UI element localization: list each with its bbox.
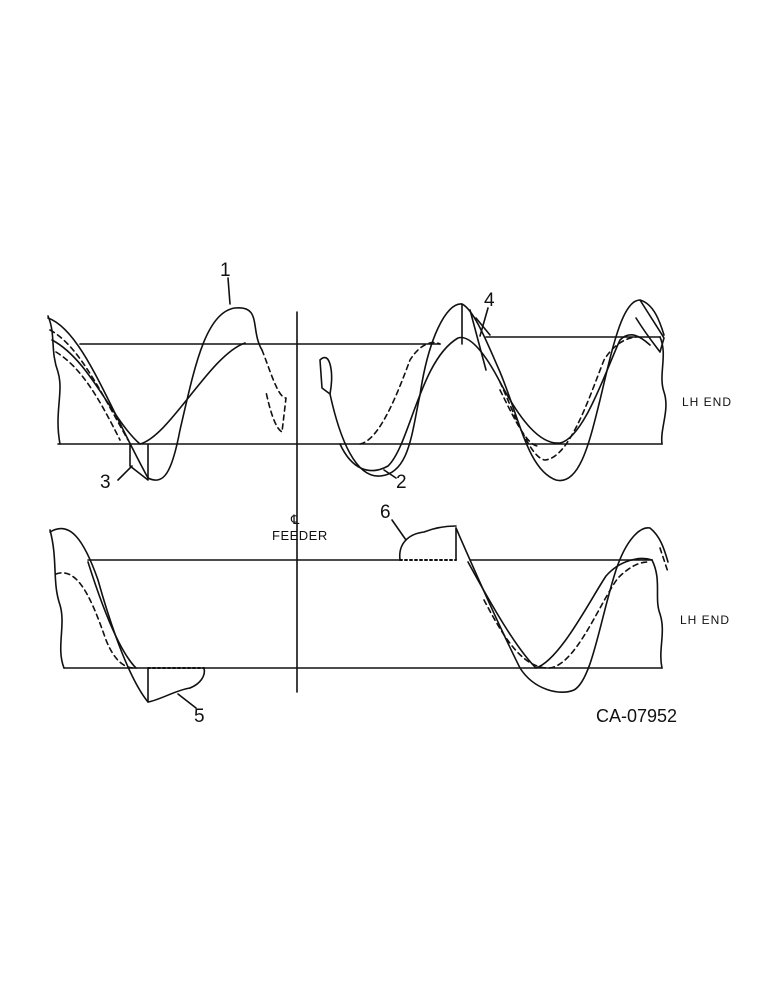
upper-right-flight-back — [339, 334, 651, 472]
lower-right-flight-front — [455, 527, 669, 693]
leader-6 — [391, 519, 407, 541]
figure-code: CA-07952 — [596, 706, 677, 726]
callout-5: 5 — [194, 706, 205, 727]
callout-3: 3 — [100, 472, 111, 493]
lower-tube-left-break — [49, 529, 65, 669]
lh-end-label-bottom: LH END — [680, 613, 730, 627]
leader-2 — [383, 469, 397, 479]
lower-left-flight-hidden — [55, 572, 135, 669]
upper-tube-left-break — [47, 315, 61, 445]
lower-right-flight-piece — [399, 525, 457, 561]
lower-right-flight-back — [455, 527, 653, 669]
callout-1: 1 — [220, 260, 231, 281]
lower-left-flight-front — [49, 527, 191, 703]
upper-left-flight-front — [47, 307, 263, 481]
feeder-label: FEEDER — [272, 528, 328, 543]
upper-tube-right-break — [659, 336, 667, 445]
upper-auger-assembly — [47, 299, 667, 482]
lh-end-label-top: LH END — [682, 395, 732, 409]
upper-right-flight-hidden — [359, 336, 637, 461]
upper-right-flight-front — [329, 299, 665, 482]
lower-tube-right-break — [651, 559, 664, 669]
leader-3 — [117, 465, 133, 481]
centerline-symbol: ℄ — [290, 512, 300, 527]
callout-4: 4 — [484, 290, 495, 311]
leader-4 — [479, 307, 489, 337]
callout-2: 2 — [396, 472, 407, 493]
upper-left-flight-back — [51, 339, 246, 445]
upper-left-end-plate — [129, 443, 149, 481]
lower-right-flight-hidden — [483, 547, 669, 669]
upper-auger-tube — [57, 336, 663, 445]
callout-leaders — [117, 277, 489, 709]
upper-left-flight-hidden — [49, 329, 287, 441]
callout-6: 6 — [380, 502, 391, 523]
lower-left-flight-piece — [147, 667, 206, 703]
lower-auger-assembly — [49, 525, 669, 703]
lower-left-flight-back — [87, 561, 137, 669]
upper-right-flight-start — [319, 356, 333, 395]
leader-5 — [177, 693, 197, 709]
leader-1 — [227, 277, 231, 305]
